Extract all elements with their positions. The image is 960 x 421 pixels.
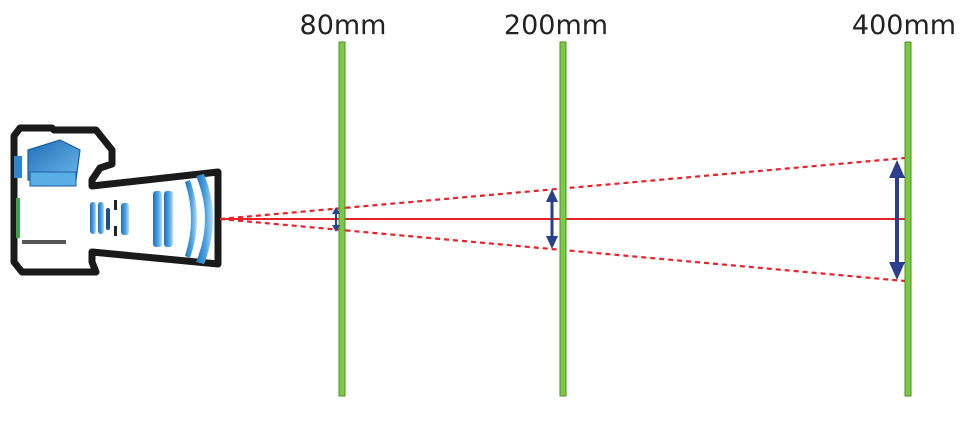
plane-200mm: 200mm [504, 10, 608, 397]
plane-80mm: 80mm [300, 10, 387, 397]
camera-icon [10, 124, 222, 276]
plane-label-400mm: 400mm [852, 10, 956, 41]
arrow-200mm-icon [546, 189, 558, 249]
plane-400mm: 400mm [852, 10, 956, 397]
plane-label-200mm: 200mm [504, 10, 608, 41]
arrow-400mm-icon [889, 160, 905, 280]
lens-elements-icon [90, 174, 213, 264]
plane-label-80mm: 80mm [300, 10, 387, 41]
arrow-80mm-icon [332, 207, 340, 232]
